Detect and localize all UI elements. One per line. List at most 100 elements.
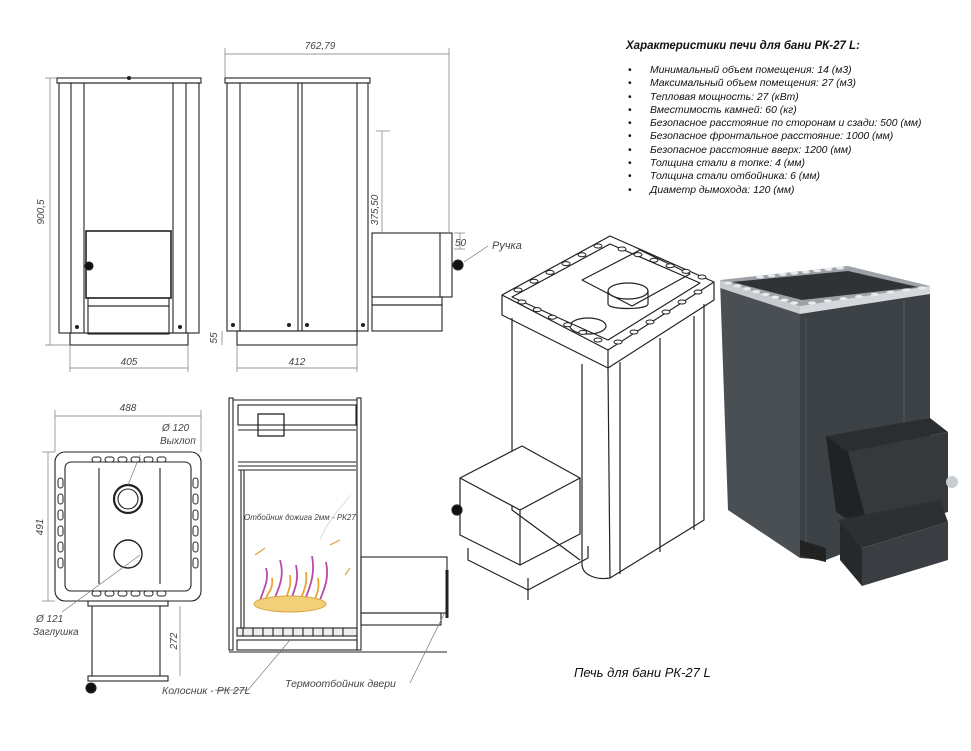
spec-item: Максимальный объем помещения: 27 (м3) bbox=[624, 77, 969, 91]
slot bbox=[886, 290, 895, 294]
slot bbox=[517, 299, 527, 305]
dim-width-total-label: 762,79 bbox=[305, 41, 336, 52]
slot bbox=[192, 525, 199, 537]
slot bbox=[724, 281, 732, 285]
slot bbox=[532, 307, 542, 313]
slot bbox=[813, 268, 822, 273]
caption: Печь для бани РК-27 L bbox=[574, 665, 711, 680]
top-view bbox=[54, 451, 202, 694]
slot bbox=[547, 314, 557, 320]
spec-item: Диаметр дымохода: 120 (мм) bbox=[624, 184, 969, 198]
slot bbox=[629, 329, 639, 335]
dim-door-height-label: 375,50 bbox=[370, 194, 381, 225]
plug-label: Заглушка bbox=[33, 627, 79, 638]
slot bbox=[790, 271, 799, 275]
grate-label: Колосник - РК 27L bbox=[162, 685, 251, 697]
spec-item: Толщина стали в топке: 4 (мм) bbox=[624, 157, 969, 171]
spec-item: Минимальный объем помещения: 14 (м3) bbox=[624, 64, 969, 78]
slot bbox=[91, 590, 102, 597]
handle-label: Ручка bbox=[492, 240, 522, 252]
slot bbox=[808, 301, 816, 305]
slot bbox=[693, 289, 703, 295]
slot bbox=[697, 274, 707, 280]
specs-panel: Характеристики печи для бани РК-27 L: Ми… bbox=[624, 40, 969, 197]
slot bbox=[143, 590, 154, 597]
dim-top-width-label: 488 bbox=[120, 403, 137, 414]
slot bbox=[104, 590, 115, 597]
slot bbox=[192, 493, 199, 505]
slot bbox=[613, 339, 623, 345]
dim-top-depth-label: 491 bbox=[35, 519, 46, 536]
slot bbox=[645, 319, 655, 325]
dim-height-label: 900,5 bbox=[36, 199, 47, 224]
dim-grate-height-label: 272 bbox=[169, 632, 180, 650]
slot bbox=[130, 456, 141, 463]
slot bbox=[117, 456, 128, 463]
slot bbox=[665, 263, 675, 269]
slot bbox=[870, 292, 879, 297]
rendered-stove bbox=[720, 266, 958, 586]
slot bbox=[529, 278, 539, 284]
slot bbox=[780, 298, 789, 302]
slot bbox=[633, 252, 643, 258]
slot bbox=[192, 477, 199, 489]
slot bbox=[513, 287, 523, 293]
door-shield-label: Термоотбойник двери bbox=[285, 678, 396, 690]
slot bbox=[57, 557, 64, 569]
front-dimensions bbox=[45, 77, 189, 372]
specs-list: Минимальный объем помещения: 14 (м3) Мак… bbox=[624, 64, 969, 197]
slot bbox=[156, 456, 167, 463]
slot bbox=[563, 322, 573, 328]
slot bbox=[761, 292, 770, 297]
slot bbox=[578, 329, 588, 335]
top-dimensions bbox=[42, 410, 202, 676]
top-slots bbox=[57, 456, 199, 597]
iso-knob-icon bbox=[451, 504, 463, 516]
spec-item: Тепловая мощность: 27 (кВт) bbox=[624, 91, 969, 105]
slot bbox=[593, 337, 603, 343]
spec-item: Безопасное фронтальное расстояние: 1000 … bbox=[624, 130, 969, 144]
dim-handle-label: 50 bbox=[455, 238, 467, 249]
slot bbox=[117, 590, 128, 597]
slot bbox=[192, 541, 199, 553]
slot bbox=[192, 509, 199, 521]
side-dimensions bbox=[221, 48, 489, 372]
afterburner-label: Отбойник дожига 2мм - РК27 bbox=[244, 513, 356, 522]
slot bbox=[593, 243, 603, 249]
slot bbox=[57, 541, 64, 553]
slot bbox=[733, 284, 742, 288]
side-view bbox=[224, 77, 464, 346]
slot bbox=[57, 525, 64, 537]
iso-top-slots bbox=[513, 243, 707, 345]
slot bbox=[577, 252, 587, 258]
slot bbox=[545, 269, 555, 275]
spec-item: Безопасное расстояние вверх: 1200 (мм) bbox=[624, 144, 969, 158]
slot bbox=[918, 286, 926, 290]
dim-front-width-label: 405 bbox=[121, 357, 138, 368]
slot bbox=[752, 289, 761, 294]
slot bbox=[661, 309, 671, 315]
slot bbox=[801, 270, 810, 274]
slot bbox=[824, 267, 833, 271]
slot bbox=[790, 301, 798, 305]
slot bbox=[778, 272, 787, 277]
slot bbox=[57, 493, 64, 505]
section-view bbox=[228, 397, 449, 653]
knob-icon bbox=[85, 682, 97, 694]
slot bbox=[677, 299, 687, 305]
render-top-slots bbox=[724, 266, 926, 305]
slot bbox=[57, 509, 64, 521]
door-knob-icon bbox=[84, 261, 94, 271]
spec-item: Толщина стали отбойника: 6 (мм) bbox=[624, 170, 969, 184]
slot bbox=[823, 299, 832, 303]
handle-knob-icon bbox=[452, 259, 464, 271]
slot bbox=[649, 257, 659, 263]
slot bbox=[767, 274, 776, 278]
section-leaders bbox=[215, 611, 446, 691]
spec-item: Вместимость камней: 60 (кг) bbox=[624, 104, 969, 118]
slot bbox=[104, 456, 115, 463]
plug-diam-label: Ø 121 bbox=[35, 614, 63, 625]
spec-item: Безопасное расстояние по сторонам и сзад… bbox=[624, 117, 969, 131]
slot bbox=[839, 297, 848, 301]
slot bbox=[617, 246, 627, 252]
